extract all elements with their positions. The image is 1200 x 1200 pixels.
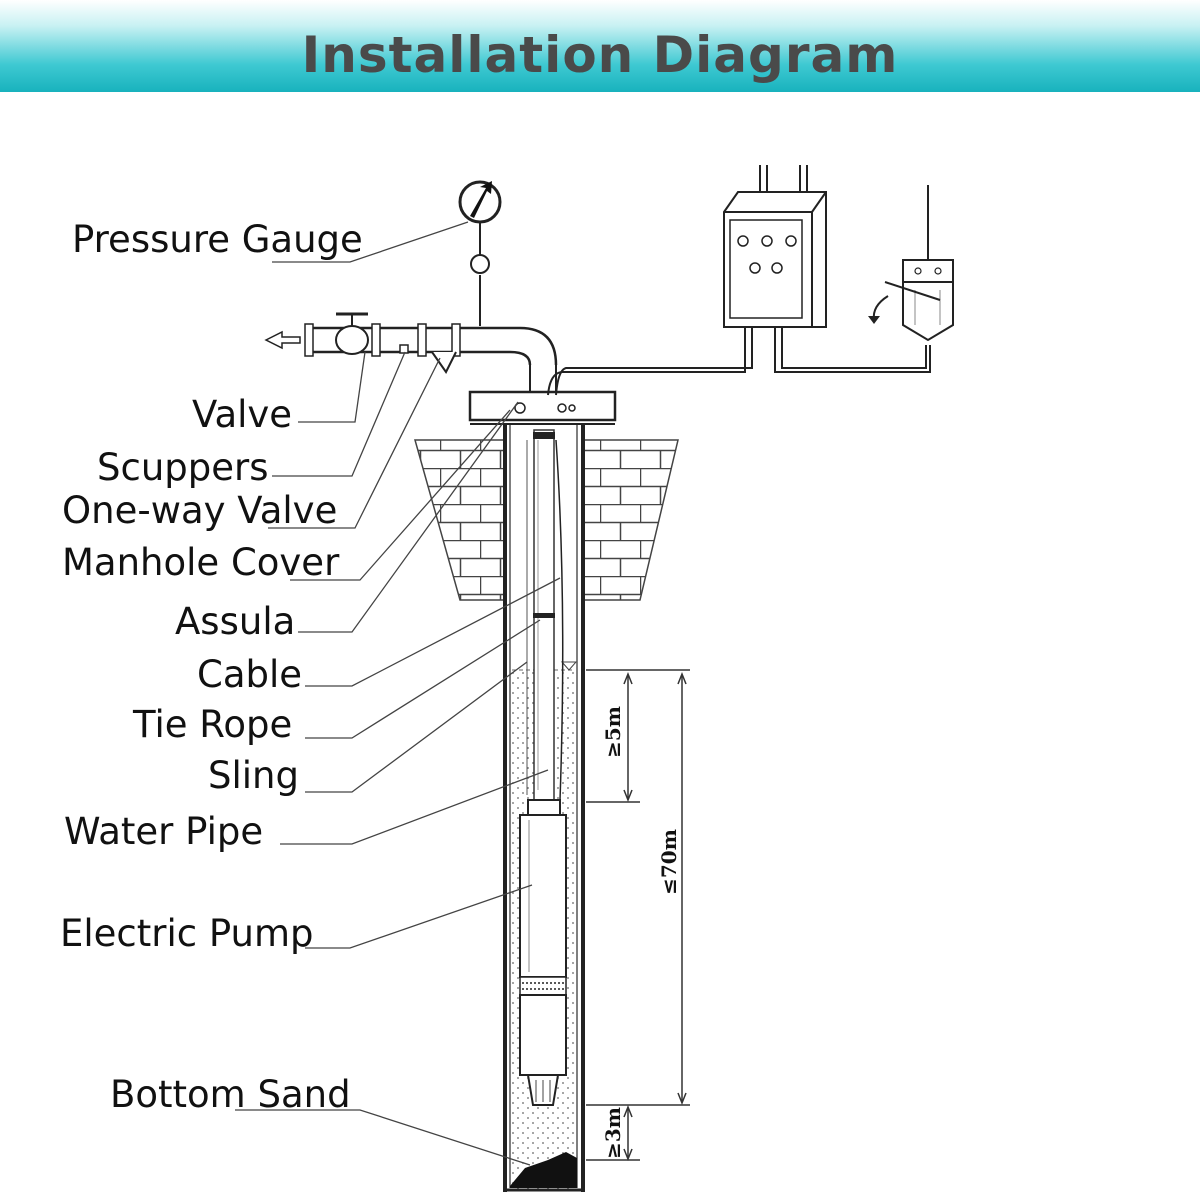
gate-valve-icon bbox=[335, 312, 369, 355]
min-bottom-clearance-label: ≥3m bbox=[601, 1107, 625, 1159]
electric-pump bbox=[519, 799, 567, 1106]
label-sling: Sling bbox=[208, 754, 299, 797]
component-labels: Pressure Gauge Valve Scuppers One-way Va… bbox=[60, 218, 363, 1116]
dimension-lines bbox=[586, 669, 690, 1162]
label-one-way-valve: One-way Valve bbox=[62, 489, 337, 532]
label-assula: Assula bbox=[175, 600, 295, 643]
label-scuppers: Scuppers bbox=[97, 446, 269, 489]
label-valve: Valve bbox=[192, 393, 292, 436]
label-electric-pump: Electric Pump bbox=[60, 912, 314, 955]
discharge-pipe bbox=[264, 323, 558, 366]
leader-lines bbox=[235, 221, 561, 1166]
scupper-icon bbox=[399, 344, 409, 354]
check-valve-icon bbox=[431, 351, 457, 374]
label-manhole-cover: Manhole Cover bbox=[62, 541, 340, 584]
title-banner: Installation Diagram bbox=[0, 0, 1200, 92]
pressure-gauge-icon bbox=[458, 180, 502, 326]
wiring bbox=[547, 327, 931, 396]
float-switch bbox=[868, 185, 954, 342]
label-pressure-gauge: Pressure Gauge bbox=[72, 218, 363, 261]
label-tie-rope: Tie Rope bbox=[132, 703, 292, 746]
label-water-pipe: Water Pipe bbox=[64, 810, 263, 853]
manhole-cover bbox=[468, 390, 617, 425]
label-bottom-sand: Bottom Sand bbox=[110, 1073, 351, 1116]
page-title: Installation Diagram bbox=[301, 26, 899, 84]
label-cable: Cable bbox=[197, 653, 302, 696]
brick-wall bbox=[414, 439, 679, 601]
min-submersion-label: ≥5m bbox=[601, 706, 625, 758]
max-depth-label: ≤70m bbox=[657, 829, 681, 895]
bottom-sand bbox=[510, 1152, 577, 1188]
control-box bbox=[723, 165, 827, 328]
